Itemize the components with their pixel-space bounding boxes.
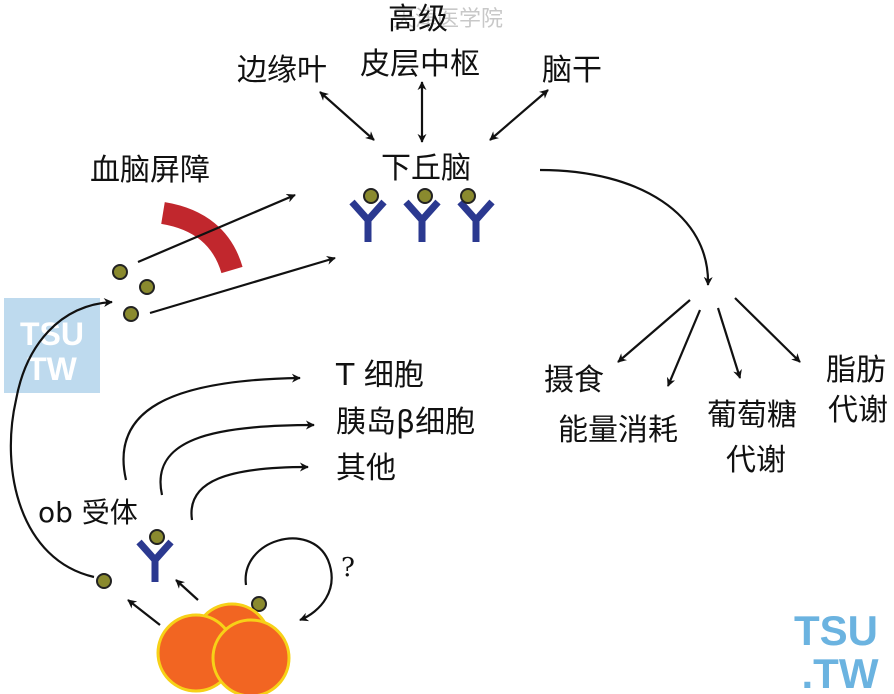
watermark-right-tw: .TW — [802, 650, 879, 694]
label-brainstem: 脑干 — [542, 53, 602, 88]
label-other: 其他 — [336, 451, 396, 486]
label-tcell: T 细胞 — [335, 358, 424, 393]
adipocyte — [211, 618, 291, 694]
watermark-left-tw: TW — [27, 351, 78, 387]
arrow-limbic — [319, 91, 375, 141]
arrow-betacell — [159, 420, 315, 496]
leptin-dot — [460, 188, 476, 204]
leptin-dot — [251, 596, 267, 612]
leptin-dot — [123, 306, 139, 322]
ob-receptor-icon — [136, 539, 174, 582]
leptin-dot — [417, 188, 433, 204]
bbb-barrier — [160, 202, 243, 274]
label-glucose-2: 代谢 — [726, 443, 786, 478]
watermark-top: 天津医学院 — [393, 7, 503, 32]
arrow-circulation — [9, 297, 113, 579]
arrow-fat — [734, 297, 801, 363]
leptin-dot — [363, 188, 379, 204]
label-feeding: 摄食 — [544, 363, 604, 398]
hypothalamus-receptors — [349, 199, 495, 242]
arrow-tcell — [122, 373, 301, 481]
arrow-to-receptor — [175, 579, 199, 601]
adipocyte-cluster — [156, 602, 291, 694]
bound-leptin — [363, 188, 476, 204]
label-bbb: 血脑屏障 — [90, 153, 210, 188]
arrow-autocrine — [244, 537, 333, 622]
watermark-left-tsu: TSU — [20, 316, 84, 352]
receptor-icon-3 — [457, 199, 495, 242]
leptin-dot — [149, 529, 165, 545]
leptin-dot — [96, 573, 112, 589]
arrow-glucose — [716, 307, 742, 379]
receptor-icon-1 — [349, 199, 387, 242]
label-fat-1: 脂肪 — [826, 353, 886, 388]
watermark-right-tsu: TSU — [794, 607, 878, 654]
label-fat-2: 代谢 — [828, 393, 888, 428]
label-energy: 能量消耗 — [558, 413, 678, 448]
label-cortex: 皮层中枢 — [360, 47, 480, 82]
arrow-feeding — [617, 299, 691, 363]
arrow-secretion — [127, 599, 161, 626]
leptin-dot — [139, 279, 155, 295]
blood-leptin — [112, 264, 155, 322]
label-betacell: 胰岛β细胞 — [336, 405, 475, 440]
leptin-dot — [112, 264, 128, 280]
arrow-brainstem — [489, 89, 549, 141]
label-higher: 高级 — [388, 2, 448, 37]
receptor-icon-2 — [403, 199, 441, 242]
label-question: ? — [341, 553, 355, 583]
arrow-hypo-out — [539, 168, 713, 286]
arrow-bbb-lower — [149, 255, 336, 315]
label-ob-receptor: ob 受体 — [38, 496, 138, 529]
arrow-other — [190, 462, 309, 521]
label-glucose-1: 葡萄糖 — [707, 398, 797, 433]
label-limbic: 边缘叶 — [237, 53, 327, 88]
watermark-box — [4, 298, 100, 393]
label-hypothalamus: 下丘脑 — [381, 151, 471, 186]
arrow-energy — [666, 309, 702, 387]
arrow-bbb-upper — [137, 193, 296, 264]
